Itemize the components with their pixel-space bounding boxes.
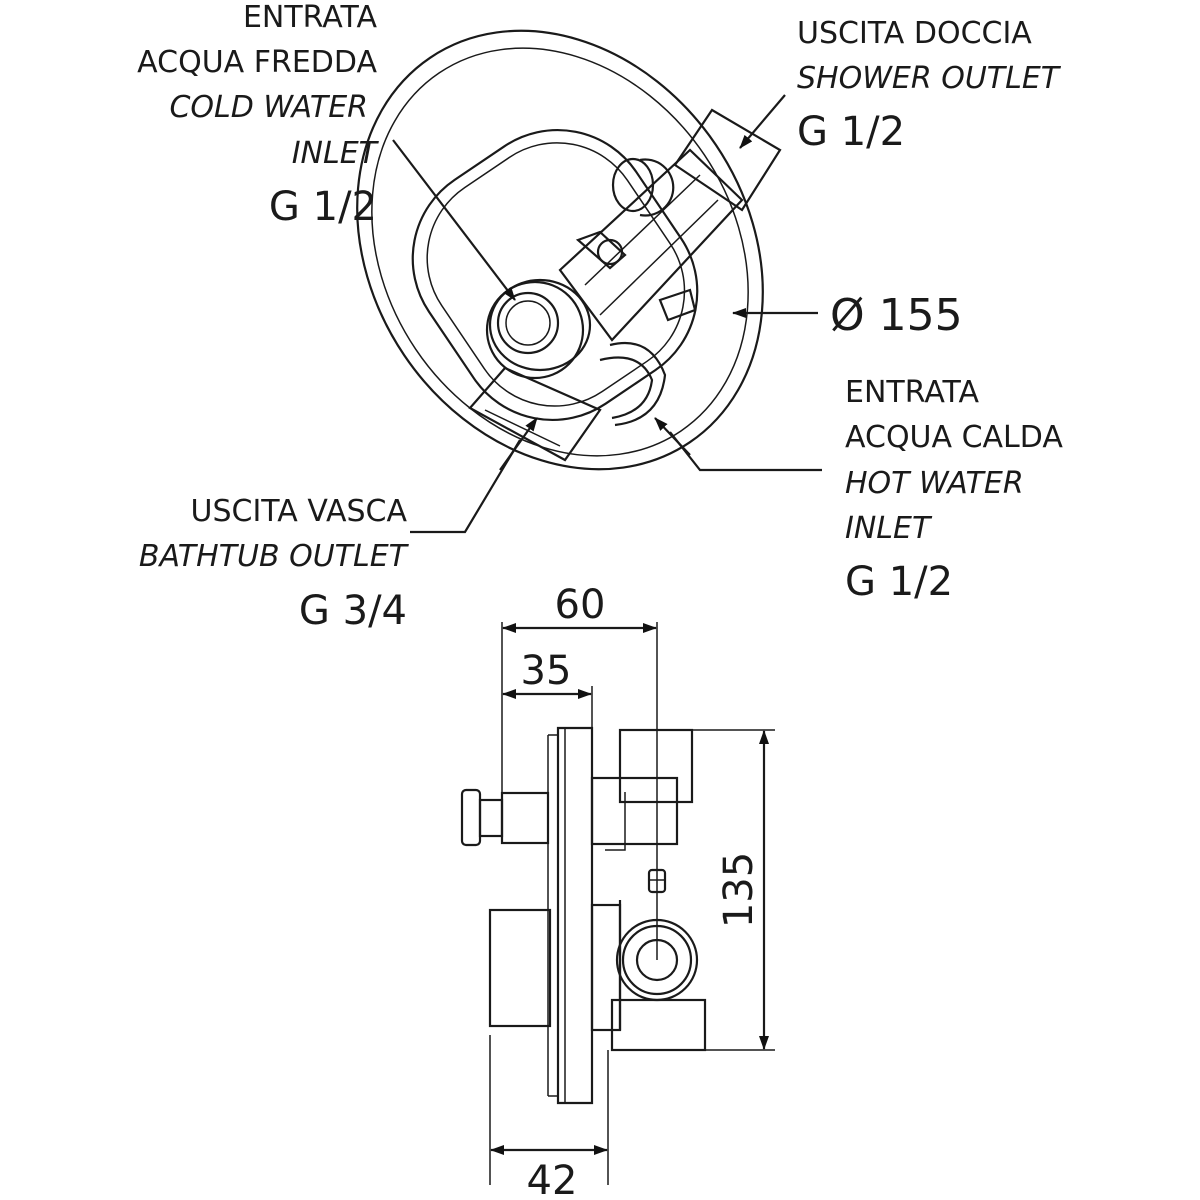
side-outlet-sleeve <box>488 908 552 1028</box>
hot-label-line4: INLET <box>845 511 933 546</box>
top-view-leaders <box>392 94 822 534</box>
dim-depth-total: 60 <box>555 582 606 628</box>
label-bathtub-outlet: USCITA VASCA BATHTUB OUTLET G 3/4 <box>139 494 410 634</box>
mounting-plate-rim <box>371 47 749 457</box>
shower-outlet-block <box>673 108 782 212</box>
bathtub-label-line2: BATHTUB OUTLET <box>139 539 410 574</box>
cold-label-line3: COLD WATER <box>169 90 368 125</box>
side-body-upper <box>590 776 679 846</box>
dim-height: 135 <box>716 852 762 928</box>
inner-frame-edge <box>426 142 686 407</box>
label-cold-water-inlet: ENTRATA ACQUA FREDDA COLD WATER INLET G … <box>137 0 379 230</box>
side-hot-inlet-body <box>610 998 707 1052</box>
central-body <box>558 148 744 342</box>
hot-label-thread: G 1/2 <box>845 559 953 605</box>
shower-label-line2: SHOWER OUTLET <box>797 61 1062 96</box>
shower-label-thread: G 1/2 <box>797 109 905 155</box>
diameter-label: Ø 155 <box>830 290 963 341</box>
shower-label-line1: USCITA DOCCIA <box>797 16 1032 51</box>
cartridge-stem <box>575 230 627 270</box>
side-view-dimensions <box>489 622 775 1185</box>
cold-label-line1: ENTRATA <box>243 0 378 35</box>
hot-label-line3: HOT WATER <box>845 466 1024 501</box>
cartridge-spindle <box>460 788 550 847</box>
label-shower-outlet: USCITA DOCCIA SHOWER OUTLET G 1/2 <box>797 16 1062 155</box>
bathtub-label-thread: G 3/4 <box>299 588 407 634</box>
top-view-mixer <box>356 29 782 471</box>
inner-frame <box>411 128 699 422</box>
cold-label-thread: G 1/2 <box>269 184 377 230</box>
side-plate <box>556 726 594 1105</box>
mounting-plate-outer <box>356 29 764 471</box>
side-top-tube <box>618 728 694 804</box>
side-body-middle <box>590 903 622 1032</box>
cold-inlet-fitting <box>485 278 592 380</box>
cold-label-line2: ACQUA FREDDA <box>137 45 377 80</box>
bathtub-label-line1: USCITA VASCA <box>191 494 408 529</box>
label-hot-water-inlet: ENTRATA ACQUA CALDA HOT WATER INLET G 1/… <box>845 375 1063 605</box>
side-view-mixer <box>460 726 707 1105</box>
hot-label-line1: ENTRATA <box>845 375 980 410</box>
dim-depth-partial: 35 <box>521 648 572 694</box>
dim-bottom-depth: 42 <box>527 1158 578 1200</box>
cold-label-line4: INLET <box>292 136 380 171</box>
bathtub-outlet-block <box>468 366 602 462</box>
hot-label-line2: ACQUA CALDA <box>845 420 1063 455</box>
hot-inlet-fitting <box>599 341 667 427</box>
